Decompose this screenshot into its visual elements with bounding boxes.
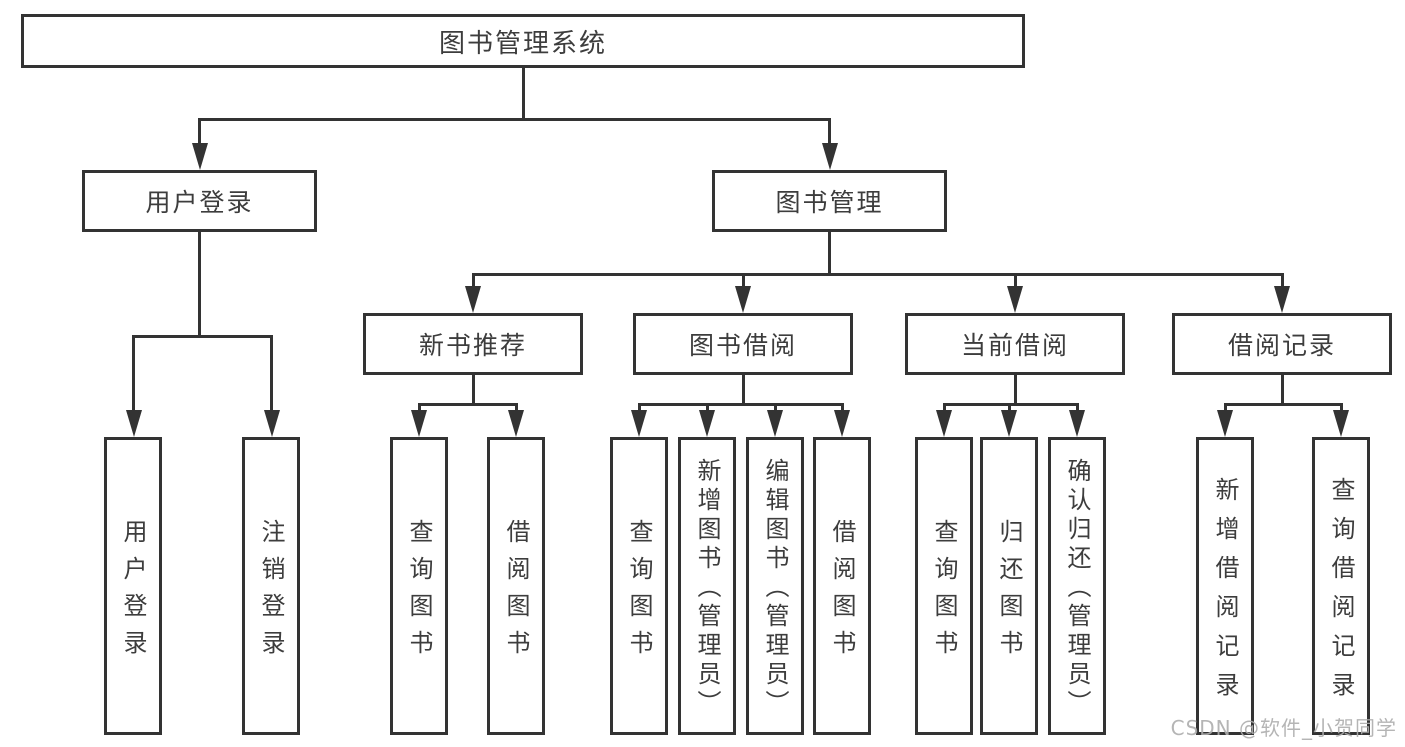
connector-arrow-down [411, 410, 427, 437]
node-book-borrowing-label: 图书借阅 [688, 331, 797, 360]
leaf-query-books-recommend: 查询图书 [390, 437, 448, 735]
connector-arrow-down [1333, 410, 1349, 437]
watermark-text: CSDN @软件_小贺同学 [1170, 716, 1397, 740]
leaf-query-books-borrow-label: 查询图书 [625, 518, 653, 667]
connector-line [1280, 375, 1284, 403]
leaf-return-books: 归还图书 [980, 437, 1038, 735]
connector-line [1223, 403, 1227, 411]
leaf-borrow-books-recommend: 借阅图书 [487, 437, 545, 735]
leaf-logout: 注销登录 [242, 437, 300, 735]
connector-arrow-down [1069, 410, 1085, 437]
connector-arrow-down [767, 410, 783, 437]
node-book-borrowing: 图书借阅 [633, 313, 853, 375]
connector-line [942, 403, 946, 411]
connector-arrow-down [191, 143, 208, 170]
leaf-confirm-return-admin-label: 确认归还（管理员） [1063, 458, 1091, 719]
connector-arrow-down [834, 410, 850, 437]
connector-line [828, 118, 831, 144]
leaf-query-borrow-record-label: 查询借阅记录 [1327, 476, 1355, 711]
connector-line [840, 403, 844, 411]
connector-line [942, 403, 1079, 406]
leaf-logout-label: 注销登录 [257, 518, 285, 667]
leaf-query-books-borrow: 查询图书 [610, 437, 668, 735]
connector-line [471, 273, 475, 287]
connector-line [471, 375, 475, 403]
node-current-borrowing: 当前借阅 [905, 313, 1125, 375]
connector-arrow-down [508, 410, 524, 437]
leaf-add-borrow-record-label: 新增借阅记录 [1211, 476, 1239, 711]
node-user-login-label: 用户登录 [145, 188, 254, 217]
node-library-management-system-label: 图书管理系统 [438, 28, 607, 59]
connector-line [1075, 403, 1079, 411]
connector-line [828, 232, 831, 273]
node-new-book-recommendation: 新书推荐 [363, 313, 583, 375]
node-user-login: 用户登录 [82, 170, 317, 232]
connector-line [1007, 403, 1011, 411]
connector-line [1013, 273, 1017, 287]
leaf-query-books-recommend-label: 查询图书 [405, 518, 433, 667]
leaf-query-books-current: 查询图书 [915, 437, 973, 735]
node-borrowing-records: 借阅记录 [1172, 313, 1392, 375]
connector-line [637, 403, 641, 411]
leaf-add-book-admin-label: 新增图书（管理员） [693, 458, 721, 719]
leaf-edit-book-admin: 编辑图书（管理员） [746, 437, 804, 735]
leaf-borrow-books-recommend-label: 借阅图书 [502, 518, 530, 667]
connector-line [514, 403, 518, 411]
connector-arrow-down [1274, 286, 1290, 313]
connector-arrow-down [1217, 410, 1233, 437]
leaf-return-books-label: 归还图书 [995, 518, 1023, 667]
connector-line [741, 375, 745, 403]
connector-line [1013, 375, 1017, 403]
connector-line [637, 403, 844, 406]
connector-arrow-down [263, 410, 280, 437]
connector-line [1280, 273, 1284, 287]
connector-arrow-down [125, 410, 142, 437]
leaf-add-borrow-record: 新增借阅记录 [1196, 437, 1254, 735]
connector-line [1223, 403, 1343, 406]
leaf-query-borrow-record: 查询借阅记录 [1312, 437, 1370, 735]
connector-line [417, 403, 421, 411]
node-borrowing-records-label: 借阅记录 [1227, 331, 1336, 360]
connector-arrow-down [699, 410, 715, 437]
leaf-query-books-current-label: 查询图书 [930, 518, 958, 667]
leaf-borrow-books-borrow: 借阅图书 [813, 437, 871, 735]
connector-line [705, 403, 709, 411]
connector-line [198, 118, 831, 121]
leaf-add-book-admin: 新增图书（管理员） [678, 437, 736, 735]
node-new-book-recommendation-label: 新书推荐 [418, 331, 527, 360]
connector-arrow-down [936, 410, 952, 437]
leaf-user-login: 用户登录 [104, 437, 162, 735]
connector-arrow-down [821, 143, 838, 170]
connector-arrow-down [631, 410, 647, 437]
node-book-management: 图书管理 [712, 170, 947, 232]
connector-line [132, 335, 135, 411]
connector-line [521, 68, 525, 118]
connector-line [471, 273, 1284, 276]
connector-line [741, 273, 745, 287]
connector-line [773, 403, 777, 411]
connector-arrow-down [1001, 410, 1017, 437]
node-book-management-label: 图书管理 [775, 188, 884, 217]
connector-line [198, 118, 201, 144]
connector-arrow-down [735, 286, 751, 313]
leaf-edit-book-admin-label: 编辑图书（管理员） [761, 458, 789, 719]
leaf-user-login-label: 用户登录 [119, 518, 147, 667]
connector-line [270, 335, 273, 411]
connector-line [1339, 403, 1343, 411]
leaf-borrow-books-borrow-label: 借阅图书 [828, 518, 856, 667]
connector-line [132, 335, 273, 338]
connector-line [417, 403, 518, 406]
connector-line [198, 232, 201, 335]
node-library-management-system: 图书管理系统 [21, 14, 1025, 68]
connector-arrow-down [465, 286, 481, 313]
node-current-borrowing-label: 当前借阅 [960, 331, 1069, 360]
connector-arrow-down [1007, 286, 1023, 313]
leaf-confirm-return-admin: 确认归还（管理员） [1048, 437, 1106, 735]
